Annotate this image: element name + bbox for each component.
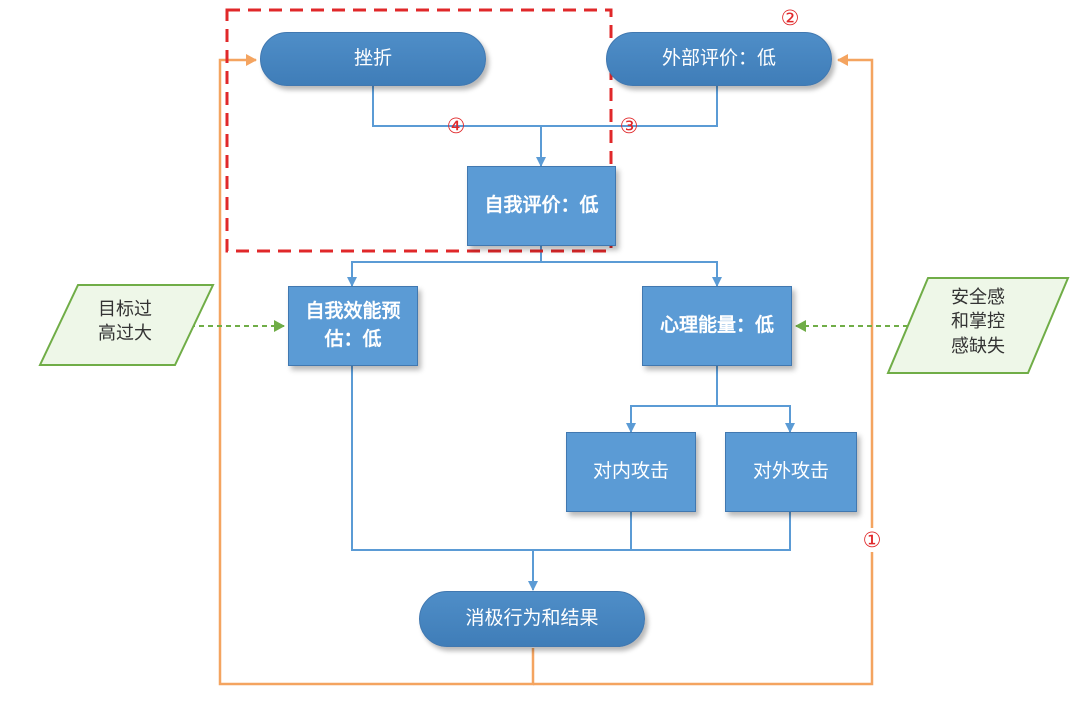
- arrow-to-xinli-nengliang: [541, 261, 722, 287]
- node-cuozhe: 挫折: [260, 32, 486, 86]
- arrow-to-ziwo-xiaoneng: [347, 261, 541, 287]
- node-ziwo-xiaoneng: 自我效能预 估：低: [288, 286, 418, 366]
- connector-bottom-merge: [351, 366, 791, 551]
- node-duinei-gongji: 对内攻击: [566, 432, 696, 512]
- feedback-line-right: [533, 54, 874, 686]
- input-shape-mubiao: [38, 284, 215, 366]
- input-shape-anquangan: [886, 277, 1070, 374]
- annotation-1: ①: [859, 528, 885, 552]
- arrow-to-duinei: [626, 405, 717, 433]
- input-label-anquangan: 安全感 和掌控 感缺失: [951, 287, 1005, 357]
- annotation-3: ③: [619, 114, 639, 138]
- highlight-region: [225, 8, 613, 253]
- node-xiaoji-xingwei: 消极行为和结果: [419, 591, 645, 647]
- node-duiwai-gongji: 对外攻击: [725, 432, 857, 512]
- arrow-to-duiwai: [717, 405, 795, 433]
- node-xinli-nengliang: 心理能量：低: [642, 286, 792, 366]
- connector-cuozhe-merge: [372, 86, 718, 127]
- feedback-line-left: [218, 54, 535, 686]
- input-label-mubiao: 目标过 高过大: [98, 299, 152, 345]
- annotation-4: ④: [446, 114, 466, 138]
- annotation-2: ②: [780, 6, 800, 30]
- node-ziwo-pingjia: 自我评价：低: [467, 166, 616, 246]
- node-waibu-pingjia: 外部评价：低: [606, 32, 832, 86]
